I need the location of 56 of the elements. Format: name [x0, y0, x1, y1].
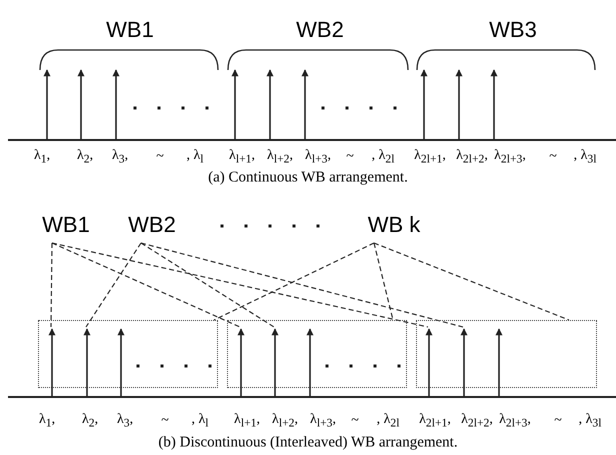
wavelength-label: , λ$_{3l}$ [574, 148, 596, 166]
leader-line [214, 242, 374, 320]
band-label: WB2 [128, 214, 176, 236]
wavelength-marker [270, 328, 280, 398]
wavelength-label: ~ [549, 150, 557, 164]
wavelength-label: λ$_{l+2}$, [267, 148, 293, 166]
wavelength-label: , λ$_{l}$ [186, 148, 204, 166]
wavelength-label: , λ$_{2l}$ [372, 148, 394, 166]
wavelength-label: ~ [346, 150, 354, 164]
caption: (b) Discontinuous (Interleaved) WB arrangement. [158, 436, 458, 450]
wavelength-label: ~ [156, 150, 164, 164]
band-label: WB1 [106, 19, 154, 41]
wavelength-marker [459, 328, 469, 398]
wavelength-label: λ$_{2l+1}$, [419, 412, 451, 430]
wavelength-marker [305, 328, 315, 398]
leader-line [86, 242, 142, 328]
leader-line [50, 243, 53, 327]
wavelength-label: λ$_{2}$, [76, 148, 94, 166]
band-label: WB k [368, 214, 420, 236]
leader-line [374, 242, 570, 321]
wavelength-label: λ$_{2l+2}$, [461, 412, 493, 430]
wavelength-marker [82, 328, 92, 398]
wavelength-label: λ$_{l+1}$, [234, 412, 260, 430]
wavelength-marker [47, 328, 57, 398]
wavelength-label: , λ$_{l}$ [191, 412, 209, 430]
wavelength-label: , λ$_{3l}$ [578, 412, 602, 430]
wavelength-label: λ$_{l+2}$, [272, 412, 298, 430]
band-label: WB1 [42, 214, 90, 236]
wavelength-label: λ$_{2l+2}$, [456, 148, 488, 166]
wavelength-label: λ$_{2}$, [82, 412, 98, 430]
wavelength-label: λ$_{1}$, [34, 148, 50, 166]
wavelength-label: λ$_{3}$, [112, 148, 128, 166]
caption: (a) Continuous WB arrangement. [208, 170, 408, 186]
wavelength-label: λ$_{l+3}$, [305, 148, 331, 166]
wavelength-label: ~ [554, 414, 562, 428]
wavelength-label: ~ [161, 414, 169, 428]
leader-line [52, 242, 428, 328]
wavelength-marker [236, 328, 246, 398]
wavelength-label: λ$_{3}$, [116, 412, 134, 430]
band-label: WB3 [489, 19, 537, 41]
wavelength-label: λ$_{2l+1}$, [414, 148, 446, 166]
leader-line [373, 242, 394, 320]
leader-line [140, 242, 274, 328]
leader-line [52, 242, 240, 328]
leader-line [140, 242, 464, 328]
wavelength-marker [116, 328, 126, 398]
wavelength-label: ~ [351, 414, 359, 428]
wavelength-label: λ$_{2l+3}$, [499, 412, 531, 430]
band-label: WB2 [296, 19, 344, 41]
wavelength-label: λ$_{2l+3}$, [494, 148, 526, 166]
wavelength-label: λ$_{1}$, [38, 412, 56, 430]
wavelength-label: λ$_{l+3}$, [310, 412, 336, 430]
wavelength-label: λ$_{l+1}$, [229, 148, 255, 166]
wavelength-marker [494, 328, 504, 398]
wavelength-marker [424, 328, 434, 398]
wavelength-label: , λ$_{2l}$ [376, 412, 400, 430]
